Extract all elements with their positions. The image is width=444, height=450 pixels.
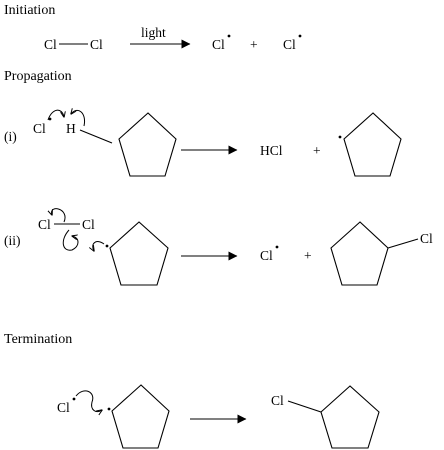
initiation-section: Initiation Cl Cl light Cl + Cl [4, 3, 302, 52]
condition-light-label: light [141, 25, 166, 40]
propagation-step-ii: (ii) Cl Cl Cl + Cl [4, 208, 433, 286]
curly-arrow-icon [47, 109, 64, 121]
heading-propagation: Propagation [4, 69, 72, 84]
propagation-step-i: (i) Cl H HCl + [4, 109, 402, 177]
cyclopentane-ring-icon [330, 221, 389, 286]
curly-arrow-icon [62, 229, 79, 251]
termination-section: Termination Cl Cl [4, 332, 380, 449]
curly-arrow-icon [93, 241, 105, 251]
initiation-product-cl-1: Cl [212, 37, 225, 52]
termination-substituent-cl: Cl [271, 393, 284, 408]
radical-dot-icon [48, 117, 52, 121]
initiation-product-cl-2: Cl [283, 37, 296, 52]
radical-dot-icon [275, 245, 279, 249]
step-ii-product-cl: Cl [260, 248, 273, 263]
initiation-cl-left: Cl [44, 37, 57, 52]
step-ii-chlorine-right: Cl [82, 217, 95, 232]
cyclopentane-ring-icon [109, 221, 169, 286]
heading-termination: Termination [4, 332, 72, 347]
curly-arrow-icon [71, 110, 86, 127]
step-i-chlorine: Cl [33, 121, 46, 136]
cyclopentane-ring-icon [320, 385, 380, 449]
c-cl-bond [387, 238, 419, 249]
step-ii-substituent-cl: Cl [420, 231, 433, 246]
initiation-plus: + [250, 37, 258, 52]
radical-dot-icon [107, 407, 111, 411]
curly-arrow-icon [52, 208, 66, 223]
step-i-label: (i) [4, 129, 17, 144]
step-i-hydrogen: H [66, 121, 76, 136]
radical-dot-icon [72, 397, 76, 401]
step-i-product-hcl: HCl [260, 143, 283, 158]
curly-arrow-icon [75, 390, 102, 412]
radical-dot-icon [105, 244, 109, 248]
heading-initiation: Initiation [4, 3, 55, 18]
radical-dot-icon [338, 135, 342, 139]
termination-chlorine: Cl [57, 400, 70, 415]
cyclopentane-ring-icon [111, 384, 170, 449]
step-i-plus: + [313, 143, 321, 158]
step-ii-chlorine-left: Cl [38, 217, 51, 232]
radical-dot-icon [227, 34, 231, 38]
cyclopentane-ring-icon [343, 112, 402, 177]
c-cl-bond [287, 400, 322, 413]
initiation-cl-right: Cl [90, 37, 103, 52]
cyclopentane-ring-icon [118, 112, 177, 177]
step-ii-plus: + [304, 248, 312, 263]
radical-dot-icon [298, 34, 302, 38]
step-ii-label: (ii) [4, 233, 21, 248]
c-h-bond [79, 129, 113, 144]
